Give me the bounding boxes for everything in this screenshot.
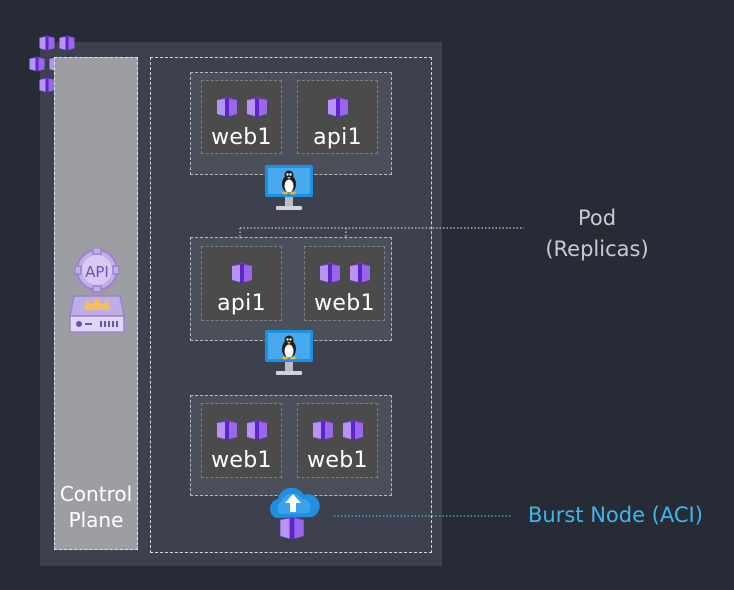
nodes-frame [150, 57, 432, 553]
pod-label: api1 [313, 125, 362, 150]
pod-cubes [202, 261, 281, 285]
pod: api1 [201, 246, 282, 321]
api-icon-text: API [85, 263, 109, 281]
container-icon [341, 418, 365, 442]
pod-cubes [202, 418, 281, 442]
pod-label: web1 [314, 291, 375, 316]
container-icon [326, 95, 350, 119]
aci-burst-icon [269, 487, 320, 540]
control-plane-label: Control Plane [54, 481, 138, 533]
pod-label: web1 [307, 448, 368, 473]
container-icon [318, 261, 342, 285]
container-icon [348, 261, 372, 285]
container-icon [245, 418, 269, 442]
pod-cubes [298, 95, 377, 119]
pod-cubes [305, 261, 384, 285]
api-server-icon: API [69, 248, 125, 333]
container-icon [311, 418, 335, 442]
pod: web1 [304, 246, 385, 321]
pod-label: web1 [211, 448, 272, 473]
pod: web1 [201, 80, 282, 154]
pod-cubes [202, 95, 281, 119]
linux-vm-icon [265, 330, 313, 375]
container-icon [215, 95, 239, 119]
container-icon [230, 261, 254, 285]
pod-cubes [298, 418, 377, 442]
container-icon [215, 418, 239, 442]
pod-annotation-connector [239, 227, 524, 239]
pod-annotation-line2: (Replicas) [545, 237, 649, 261]
linux-vm-icon [265, 165, 313, 210]
pod-replicas-label: Pod (Replicas) [530, 203, 664, 265]
pod: api1 [297, 80, 378, 154]
container-icon [245, 95, 269, 119]
pod-label: web1 [211, 125, 272, 150]
pod-annotation-line1: Pod [577, 206, 617, 230]
control-plane-label-line1: Control [59, 482, 133, 506]
burst-node-label: Burst Node (ACI) [528, 503, 703, 527]
pod: web1 [297, 403, 378, 478]
pod: web1 [201, 403, 282, 478]
control-plane-label-line2: Plane [68, 508, 124, 532]
pod-label: api1 [217, 291, 266, 316]
burst-node-connector [334, 515, 512, 517]
